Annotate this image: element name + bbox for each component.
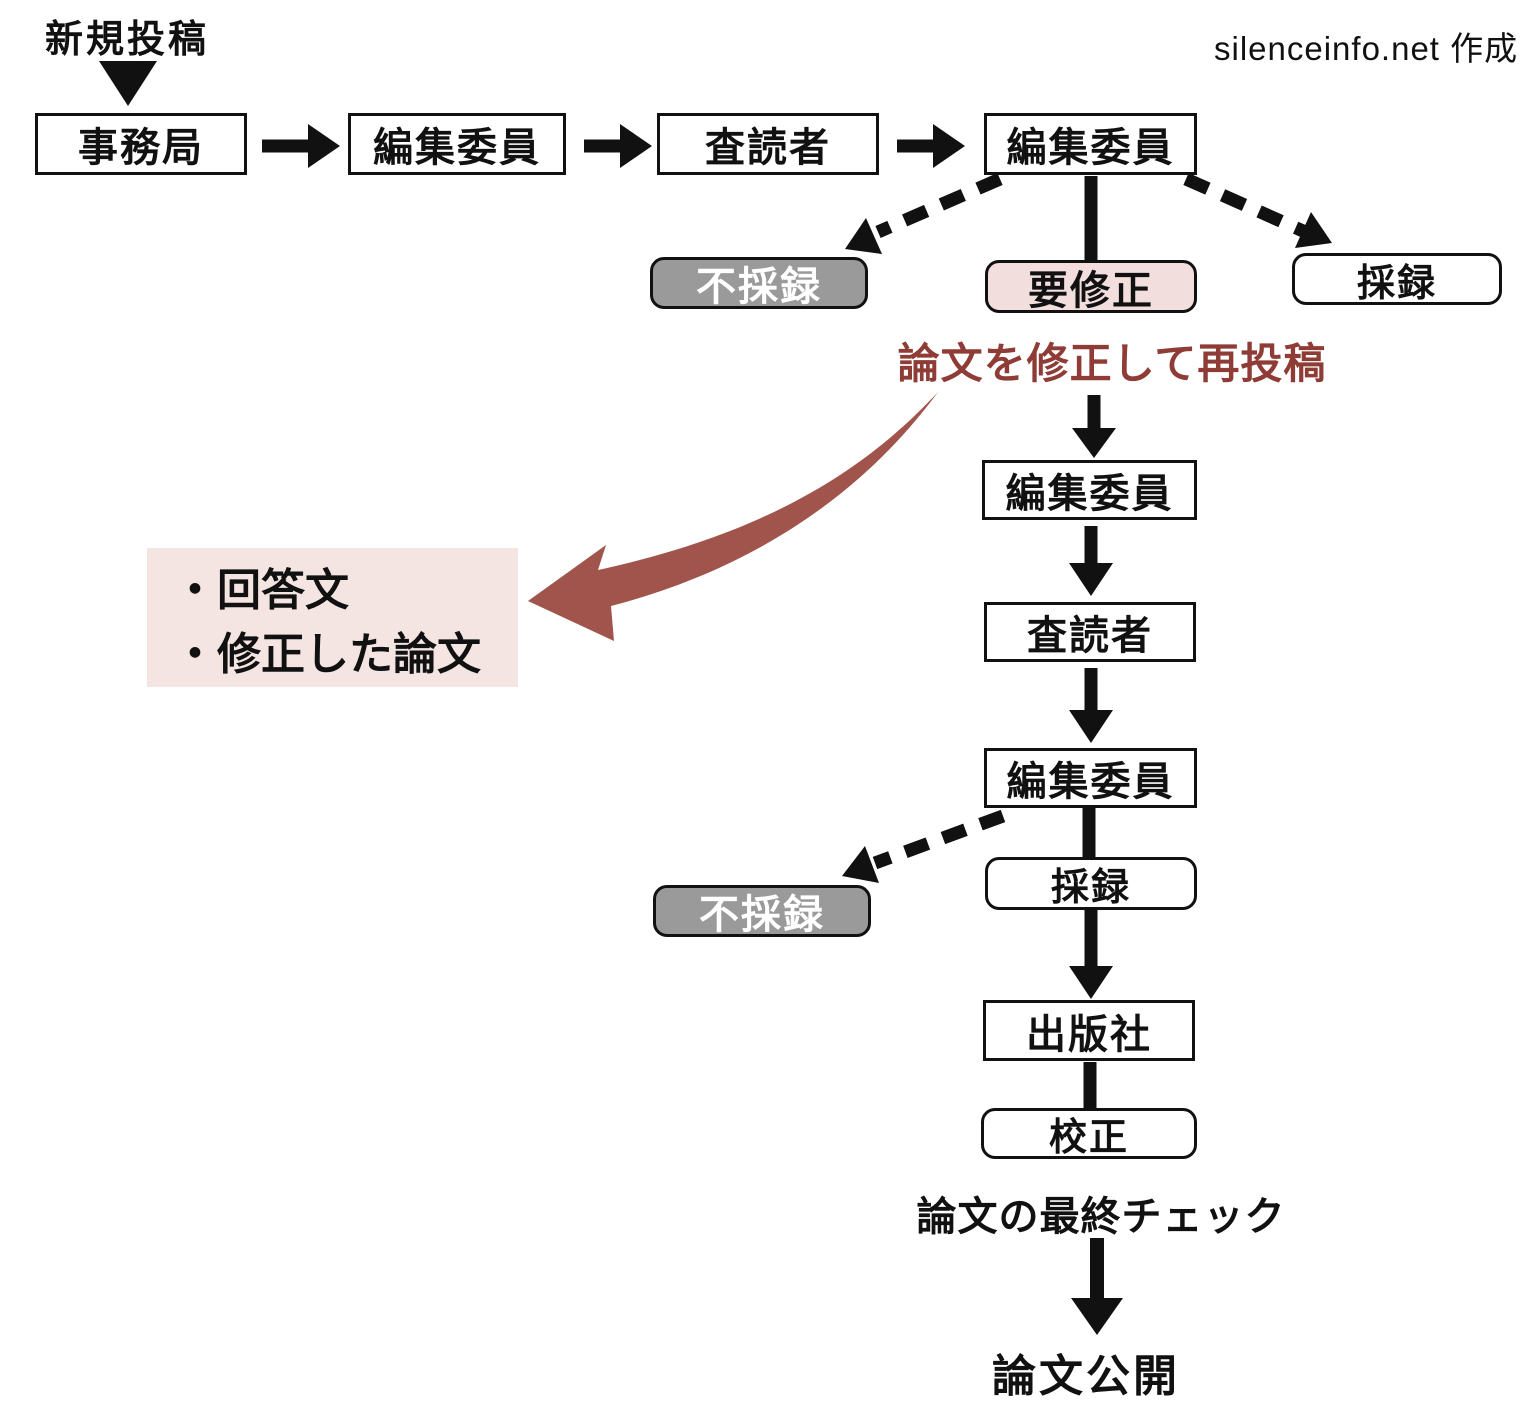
node-editor-3: 編集委員 — [982, 460, 1197, 520]
arrow-down-icon — [1069, 526, 1113, 596]
badge-accept-2: 採録 — [985, 857, 1197, 910]
arrow-down-icon — [1069, 910, 1113, 999]
arrow-down-icon — [1071, 1238, 1123, 1335]
end-label: 論文公開 — [992, 1352, 1180, 1401]
node-reviewer-2: 査読者 — [984, 602, 1196, 662]
arrow-right-icon — [584, 124, 652, 168]
node-office: 事務局 — [35, 113, 247, 175]
start-label: 新規投稿 — [45, 19, 210, 61]
final-check-label: 論文の最終チェック — [916, 1195, 1286, 1239]
arrow-down-icon — [1069, 668, 1113, 743]
note-line: ・回答文 — [173, 566, 349, 615]
node-editor-4: 編集委員 — [984, 748, 1197, 808]
dashed-arrow-left-down-icon — [842, 809, 1006, 883]
start-down-triangle-icon — [99, 61, 157, 106]
node-editor-1: 編集委員 — [348, 113, 566, 175]
note-line: ・修正した論文 — [173, 630, 481, 679]
node-editor-2: 編集委員 — [984, 113, 1197, 175]
resubmit-note: 論文を修正して再投稿 — [897, 340, 1327, 387]
badge-reject-2: 不採録 — [653, 885, 871, 937]
node-reviewer-1: 査読者 — [657, 113, 879, 175]
red-curved-arrow-icon — [528, 392, 938, 641]
badge-revise: 要修正 — [985, 260, 1197, 313]
badge-accept-1: 採録 — [1292, 253, 1502, 305]
dashed-arrow-left-down-icon — [845, 173, 1003, 254]
credit-label: silenceinfo.net 作成 — [1214, 30, 1519, 67]
dashed-arrow-right-down-icon — [1183, 173, 1332, 248]
node-proof: 校正 — [981, 1108, 1197, 1159]
arrow-right-icon — [262, 124, 340, 168]
badge-reject-1: 不採録 — [650, 257, 868, 309]
arrow-down-icon — [1072, 395, 1116, 458]
arrow-right-icon — [897, 124, 965, 168]
resubmit-items-box: ・回答文 ・修正した論文 — [147, 548, 518, 687]
node-publisher: 出版社 — [983, 1000, 1195, 1061]
